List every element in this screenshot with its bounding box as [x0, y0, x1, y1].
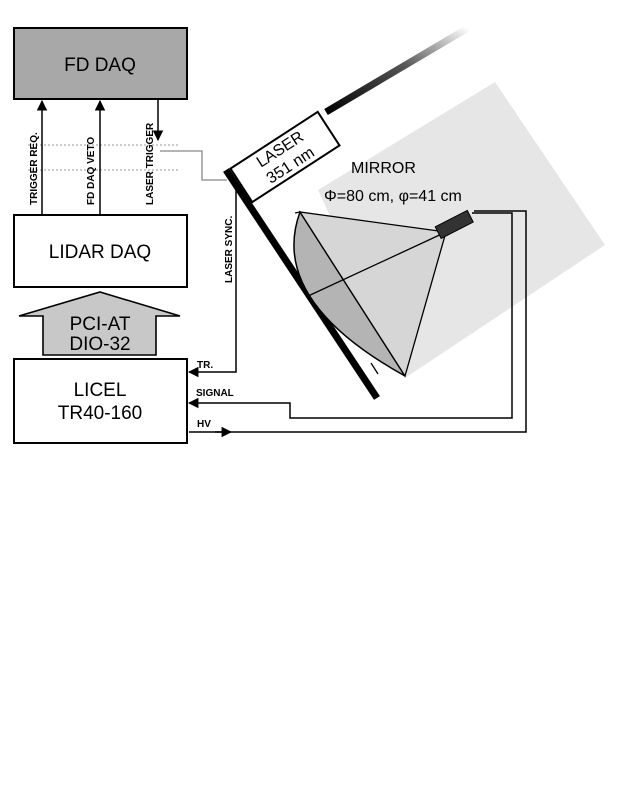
laser-box [229, 110, 341, 204]
dio-32-label: DIO-32 [69, 334, 130, 355]
mirror-strut [370, 362, 379, 375]
pci-at-arrow [18, 291, 181, 356]
hv-line [189, 210, 527, 433]
licel-model: TR40-160 [58, 403, 143, 424]
laser-trigger-label: LASER TRIGGER [145, 122, 156, 205]
mirror-spec: Φ=80 cm, φ=41 cm [324, 188, 462, 205]
licel-title: LICEL [74, 380, 127, 401]
laser-beam [324, 24, 470, 116]
pci-at-label: PCI-AT [70, 314, 131, 335]
signal-label: SIGNAL [196, 388, 234, 399]
hv-label: HV [197, 419, 211, 430]
mirror-axis [305, 231, 447, 298]
telescope-post [223, 168, 380, 400]
licel-box [13, 358, 188, 444]
signal-line [187, 212, 513, 419]
fd-daq-title: FD DAQ [64, 55, 136, 76]
laser-sync-line [187, 188, 237, 378]
laser-trigger-route [160, 150, 227, 181]
lidar-daq-box [13, 214, 188, 288]
photomultiplier-icon [434, 209, 474, 240]
mirror-strut-2 [294, 211, 301, 214]
laser-sync-label: LASER SYNC. [224, 216, 235, 283]
mirror-assembly [293, 209, 474, 378]
fd-daq-veto-label: FD DAQ VETO [86, 137, 97, 205]
trigger-req-label: TRIGGER REQ. [29, 132, 40, 205]
mirror-dish [293, 210, 406, 377]
mirror-label: MIRROR [351, 160, 416, 177]
lidar-daq-title: LIDAR DAQ [49, 242, 151, 263]
fd-daq-box [13, 27, 188, 100]
mirror-light-path [298, 211, 447, 378]
tr-label: TR. [197, 360, 213, 371]
